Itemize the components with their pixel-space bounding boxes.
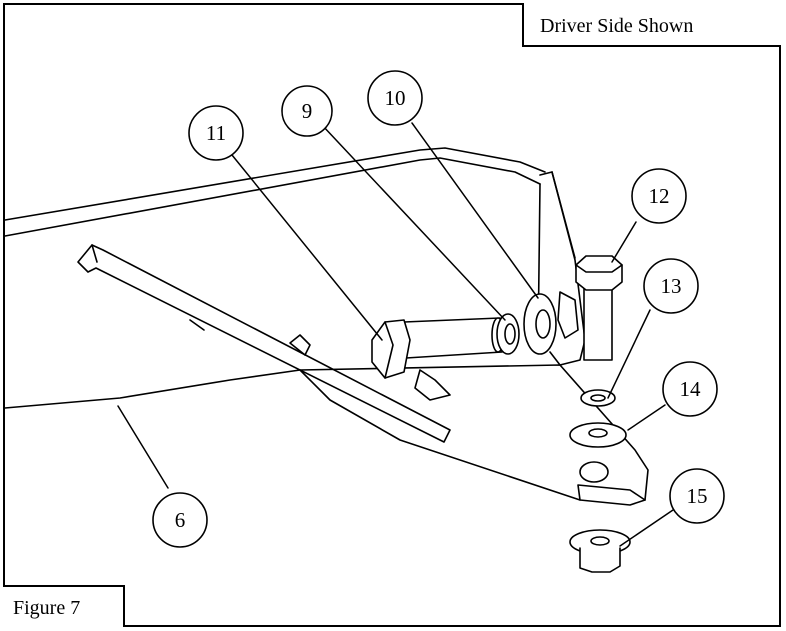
callout-15: 15 (669, 468, 725, 524)
callout-12: 12 (631, 168, 687, 224)
leader-lines (117, 122, 674, 547)
view-caption: Driver Side Shown (540, 15, 694, 37)
svg-text:6: 6 (175, 508, 186, 532)
leader-6 (117, 405, 169, 489)
svg-text:15: 15 (687, 484, 708, 508)
svg-text:13: 13 (661, 274, 682, 298)
flat-washer-horizontal (523, 293, 557, 355)
leader-10 (411, 122, 539, 299)
svg-text:12: 12 (649, 184, 670, 208)
leader-12 (611, 221, 637, 263)
callout-6: 6 (152, 492, 208, 548)
leader-9 (321, 124, 506, 321)
leader-14 (627, 404, 666, 431)
flange-nut (569, 529, 631, 573)
svg-text:10: 10 (385, 86, 406, 110)
figure-label: Figure 7 (13, 597, 81, 619)
frame-rail-part (4, 147, 546, 409)
callout-13: 13 (643, 258, 699, 314)
svg-text:14: 14 (680, 377, 702, 401)
leader-15 (619, 509, 674, 547)
callout-14: 14 (662, 361, 718, 417)
diagram-frame (3, 3, 781, 627)
brace-strap-part (77, 244, 451, 443)
callout-11: 11 (188, 105, 244, 161)
callout-10: 10 (367, 70, 423, 126)
flat-washer-vertical (569, 422, 627, 448)
hex-bolt-horizontal (371, 317, 505, 379)
lock-washer-vertical (580, 389, 616, 407)
svg-text:9: 9 (302, 99, 313, 123)
view-caption-box: Driver Side Shown (522, 3, 781, 47)
lock-washer-horizontal (496, 313, 520, 355)
callout-9: 9 (281, 85, 333, 137)
svg-text:11: 11 (206, 121, 226, 145)
leader-11 (231, 154, 383, 341)
leader-13 (607, 309, 651, 399)
figure-label-box: Figure 7 (3, 585, 125, 627)
hex-bolt-vertical (575, 255, 623, 361)
